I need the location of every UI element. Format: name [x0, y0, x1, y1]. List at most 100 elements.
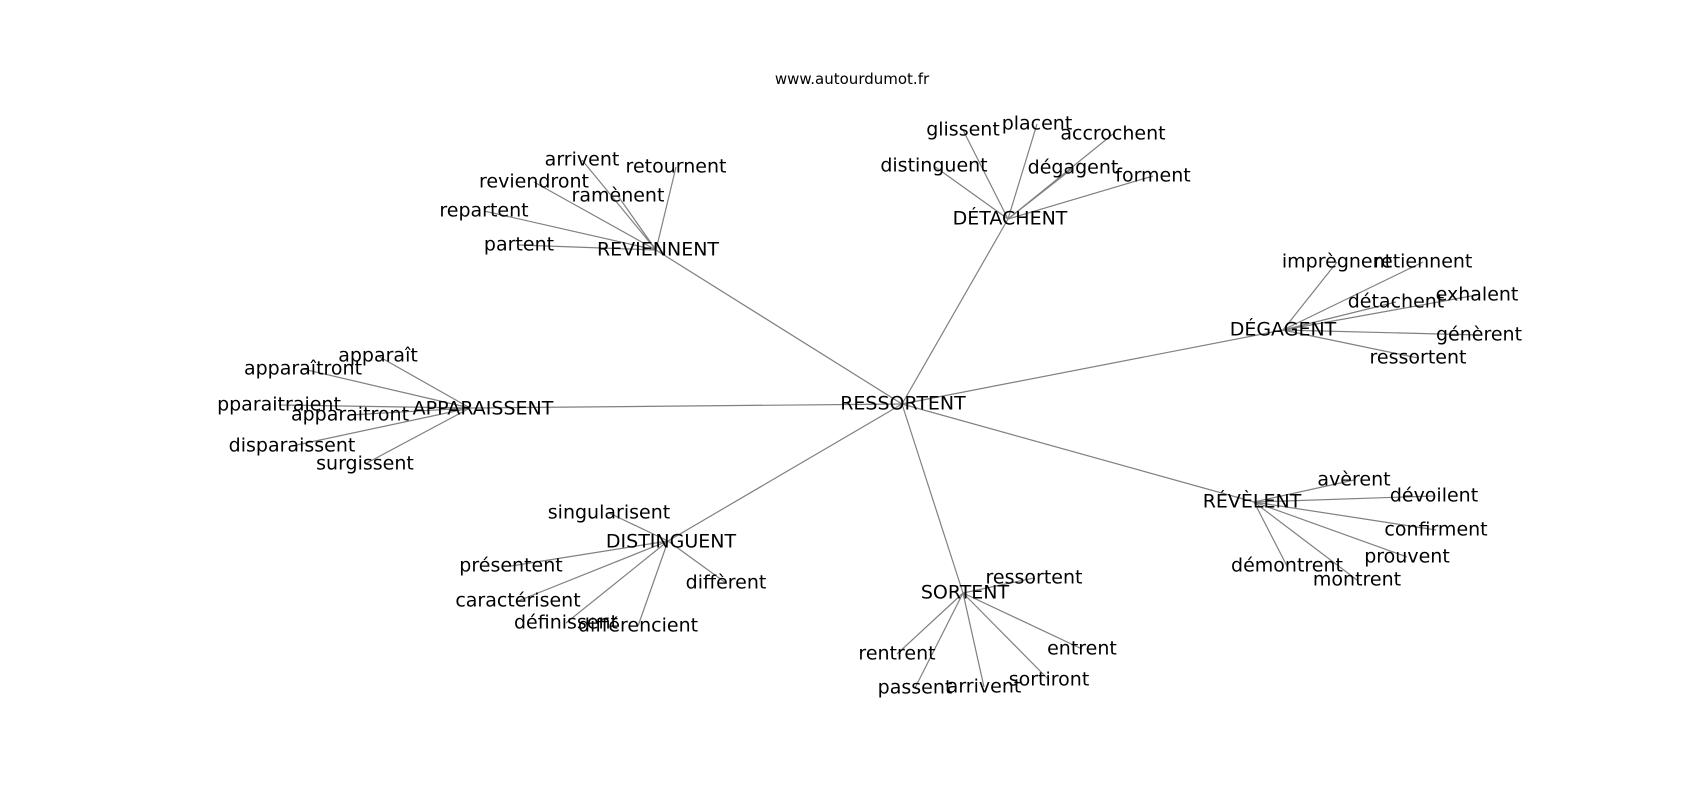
edge-hub-leaf	[1253, 479, 1355, 503]
leaf-word[interactable]: disparaissent	[229, 435, 356, 457]
leaf-word[interactable]: confirment	[1384, 519, 1487, 541]
leaf-word[interactable]: ressortent	[986, 567, 1083, 589]
edge-hub-leaf	[1007, 167, 1074, 220]
edge-hub-leaf	[655, 166, 677, 251]
edge-hub-leaf	[278, 404, 471, 409]
edge-hub-leaf	[1282, 329, 1419, 359]
leaf-word[interactable]: placent	[1002, 113, 1073, 135]
edge-hub-leaf	[1282, 301, 1397, 331]
edge-hub-leaf	[1253, 501, 1437, 531]
edge-hub-leaf	[581, 159, 657, 251]
edge-hub-leaf	[1007, 175, 1154, 220]
edge-hub-leaf	[962, 577, 1035, 594]
edge-hub-leaf	[1253, 501, 1408, 558]
edge-hub-leaf	[291, 407, 471, 447]
leaf-word[interactable]: caractérisent	[455, 590, 580, 612]
edge-center-hub	[901, 403, 1255, 503]
edge-hub-leaf	[962, 592, 1050, 681]
edge-hub-leaf	[962, 592, 1083, 650]
leaf-word[interactable]: retiennent	[1374, 251, 1473, 273]
edge-hub-leaf	[483, 210, 657, 251]
hub-word[interactable]: REVIENNENT	[597, 239, 719, 261]
center-word[interactable]: RESSORTENT	[840, 393, 966, 415]
hub-word[interactable]: SORTENT	[921, 582, 1010, 604]
leaf-word[interactable]: reviendront	[479, 171, 589, 193]
leaf-word[interactable]: définissent	[514, 612, 618, 634]
edge-hub-leaf	[349, 407, 471, 416]
edge-hub-leaf	[637, 540, 669, 627]
leaf-word[interactable]: arrivent	[947, 676, 1022, 698]
leaf-word[interactable]: partent	[484, 234, 554, 256]
edge-hub-leaf	[608, 512, 669, 542]
edges-layer	[278, 123, 1480, 689]
leaf-word[interactable]: génèrent	[1436, 324, 1522, 346]
hub-word[interactable]: DÉTACHENT	[953, 207, 1068, 230]
leaf-word[interactable]: dévoilent	[1390, 485, 1478, 507]
leaf-word[interactable]: dégagent	[1028, 157, 1119, 179]
leaf-word[interactable]: ressortent	[1370, 347, 1467, 369]
leaf-word[interactable]: diffèrent	[686, 572, 767, 594]
leaf-word[interactable]: entrent	[1047, 638, 1117, 660]
leaf-word[interactable]: distinguent	[880, 155, 987, 177]
edge-hub-leaf	[1253, 495, 1435, 503]
edge-hub-leaf	[1007, 123, 1038, 220]
leaf-word[interactable]: singularisent	[548, 502, 670, 524]
edge-hub-leaf	[1282, 261, 1424, 331]
edge-hub-leaf	[1253, 501, 1358, 581]
edge-hub-leaf	[962, 592, 985, 688]
leaf-word[interactable]: sortiront	[1009, 669, 1090, 691]
edge-center-hub	[901, 218, 1009, 405]
edge-hub-leaf	[933, 165, 1009, 220]
hub-word[interactable]: RÉVÈLENT	[1203, 490, 1302, 513]
edge-center-hub	[901, 329, 1284, 405]
hub-word[interactable]: APPARAISSENT	[413, 398, 554, 420]
leaf-word[interactable]: pparaitraient	[217, 394, 341, 416]
edge-hub-leaf	[518, 244, 657, 251]
leaf-word[interactable]: repartent	[439, 200, 528, 222]
edge-hub-leaf	[896, 592, 964, 655]
leaf-word[interactable]: arrivent	[545, 149, 620, 171]
leaf-word[interactable]: glissent	[926, 119, 1000, 141]
edge-hub-leaf	[914, 592, 964, 689]
leaf-word[interactable]: surgissent	[316, 453, 414, 475]
leaf-word[interactable]: retournent	[626, 156, 727, 178]
edge-hub-leaf	[302, 368, 471, 409]
leaf-word[interactable]: forment	[1115, 165, 1190, 187]
leaf-word[interactable]: accrochent	[1060, 123, 1165, 145]
edge-center-hub	[655, 249, 903, 405]
edge-hub-leaf	[377, 355, 471, 409]
edge-hub-leaf	[1253, 501, 1288, 567]
leaf-word[interactable]: détachent	[1348, 291, 1445, 313]
leaf-word[interactable]: apparaitront	[291, 404, 409, 426]
leaf-word[interactable]: montrent	[1313, 569, 1401, 591]
edge-hub-leaf	[1282, 261, 1338, 331]
edge-hub-leaf	[1282, 329, 1480, 336]
leaf-word[interactable]: exhalent	[1436, 284, 1519, 306]
hub-word[interactable]: DÉGAGENT	[1230, 318, 1337, 341]
leaf-word[interactable]: différencient	[578, 615, 698, 637]
edge-hub-leaf	[962, 129, 1009, 220]
edge-hub-leaf	[565, 540, 669, 624]
leaf-word[interactable]: imprègnent	[1282, 251, 1392, 273]
leaf-word[interactable]: passent	[878, 677, 953, 699]
hub-word[interactable]: DISTINGUENT	[606, 531, 737, 553]
edge-hub-leaf	[517, 540, 669, 602]
edge-hub-leaf	[617, 195, 657, 251]
labels-layer: RESSORTENT REVIENNENT arrivent retournent re…	[217, 113, 1522, 699]
site-title: www.autourdumot.fr	[775, 70, 930, 88]
edge-hub-leaf	[510, 540, 669, 567]
edge-hub-leaf	[1282, 294, 1478, 331]
edge-hub-leaf	[364, 407, 471, 465]
edge-hub-leaf	[533, 181, 657, 251]
leaf-word[interactable]: apparaît	[338, 345, 418, 367]
edge-center-hub	[901, 403, 964, 594]
leaf-word[interactable]: apparaîtront	[244, 358, 362, 380]
leaf-word[interactable]: présentent	[459, 555, 562, 577]
leaf-word[interactable]: démontrent	[1231, 555, 1343, 577]
leaf-word[interactable]: avèrent	[1317, 469, 1390, 491]
leaf-word[interactable]: prouvent	[1364, 546, 1450, 568]
leaf-word[interactable]: rentrent	[858, 643, 935, 665]
edge-center-hub	[667, 403, 903, 542]
leaf-word[interactable]: ramènent	[572, 185, 665, 207]
